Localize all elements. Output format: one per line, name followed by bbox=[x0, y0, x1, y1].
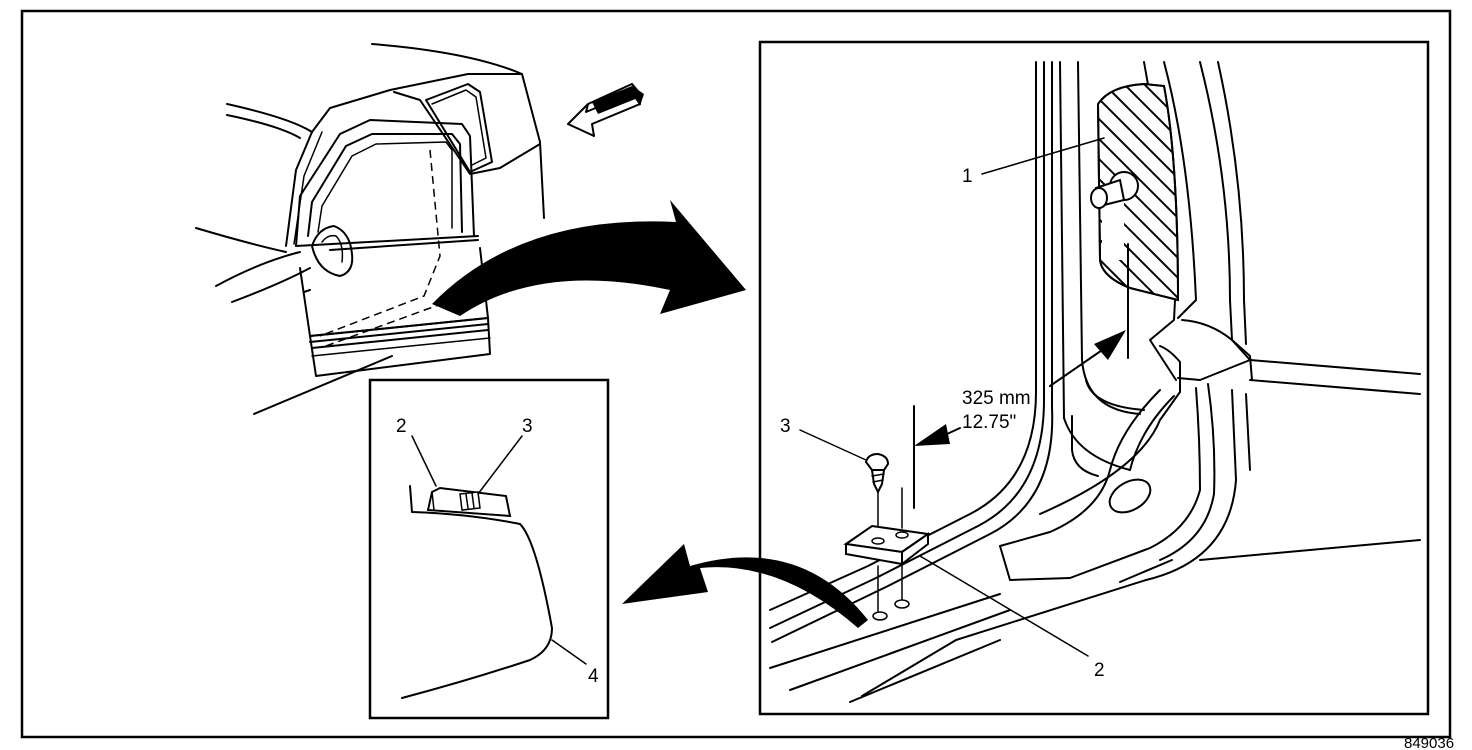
inset-callout-4-label: 4 bbox=[588, 666, 599, 687]
striker-bolt-icon bbox=[1090, 171, 1139, 209]
dimension-imperial: 12.75" bbox=[962, 412, 1016, 433]
detail-view-panel: 325 mm 12.75" 1 3 2 bbox=[758, 40, 1430, 716]
callout-2-label: 2 bbox=[1094, 660, 1105, 681]
dimension-arrow-upper bbox=[1049, 330, 1126, 387]
detail-view-frame bbox=[758, 40, 1430, 716]
figure-number: 849036 bbox=[1404, 735, 1454, 750]
spacer-block bbox=[843, 487, 931, 621]
inset-view-panel: 2 3 4 bbox=[368, 378, 610, 720]
callout-3-label: 3 bbox=[780, 416, 791, 437]
screw-icon bbox=[864, 452, 890, 529]
inset-callout-3-label: 3 bbox=[522, 416, 533, 437]
inset-screw-icon bbox=[459, 491, 481, 511]
inset-callout-2-label: 2 bbox=[396, 416, 407, 437]
curved-arrow-left-icon bbox=[622, 544, 868, 628]
dimension-metric: 325 mm bbox=[962, 388, 1031, 409]
curved-arrow-right-icon bbox=[432, 200, 746, 316]
dimension-arrow-lower bbox=[914, 424, 961, 446]
view-direction-arrow-icon bbox=[567, 82, 644, 137]
inset-view-frame bbox=[368, 378, 610, 720]
callout-1-label: 1 bbox=[962, 166, 973, 187]
vehicle-overview bbox=[195, 43, 644, 415]
outer-frame bbox=[20, 9, 1452, 739]
